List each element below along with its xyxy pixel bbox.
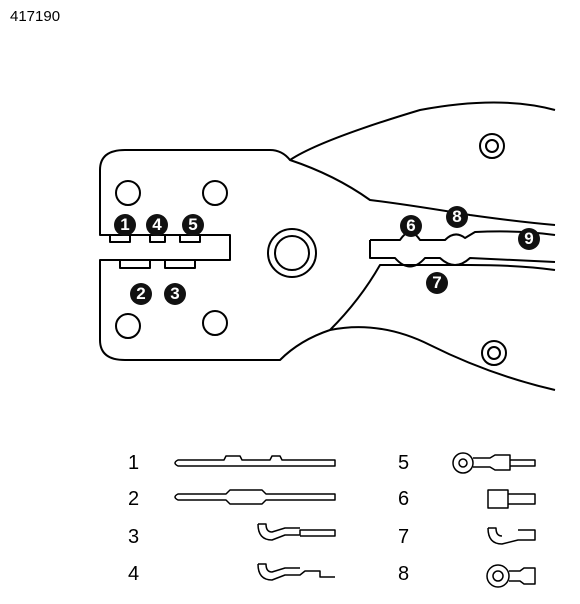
legend-label-2: 2	[128, 488, 140, 510]
hole-bottom-left-2	[202, 310, 228, 336]
legend-label-8: 8	[398, 563, 410, 585]
hole-top-left-2	[202, 180, 228, 206]
tool-right-die-lower	[369, 240, 556, 268]
pin-terminal-icon	[174, 455, 336, 467]
tool-lower-die-row	[100, 259, 230, 269]
ring-terminal-icon	[452, 452, 474, 474]
die-badge-1: 1	[114, 214, 136, 236]
part-code: 417190	[10, 8, 61, 25]
flat-receptacle-terminal-icon	[487, 489, 536, 509]
fork-terminal-icon	[257, 563, 335, 581]
legend-label-4: 4	[128, 563, 140, 585]
die-badge-9: 9	[518, 228, 540, 250]
barrel-pin-terminal-icon	[174, 489, 336, 505]
die-badge-5: 5	[182, 214, 204, 236]
tool-upper-handle	[289, 159, 556, 226]
pivot-bolt-inner	[274, 235, 310, 271]
rivet-top-outer	[479, 133, 505, 159]
ring-terminal-large-icon	[486, 564, 510, 588]
rivet-bottom-outer	[481, 340, 507, 366]
legend-label-6: 6	[398, 488, 410, 510]
tool-lower-handle	[329, 264, 556, 331]
pivot-bolt-outer	[267, 228, 317, 278]
spade-terminal-icon	[487, 527, 536, 545]
legend-label-1: 1	[128, 452, 140, 474]
die-badge-6: 6	[400, 215, 422, 237]
rivet-top-inner	[485, 139, 499, 153]
hole-top-left-1	[115, 180, 141, 206]
legend-label-7: 7	[398, 526, 410, 548]
die-badge-8: 8	[446, 206, 468, 228]
legend-label-3: 3	[128, 526, 140, 548]
legend-label-5: 5	[398, 452, 410, 474]
die-badge-4: 4	[146, 214, 168, 236]
die-badge-2: 2	[130, 283, 152, 305]
die-badge-7: 7	[426, 272, 448, 294]
die-badge-3: 3	[164, 283, 186, 305]
tool-jaw-outline	[99, 170, 556, 391]
hole-bottom-left-1	[115, 313, 141, 339]
small-fork-terminal-icon	[257, 523, 336, 541]
tool-left-jaw	[99, 101, 556, 171]
tool-upper-die-row	[100, 234, 230, 243]
rivet-bottom-inner	[487, 346, 501, 360]
